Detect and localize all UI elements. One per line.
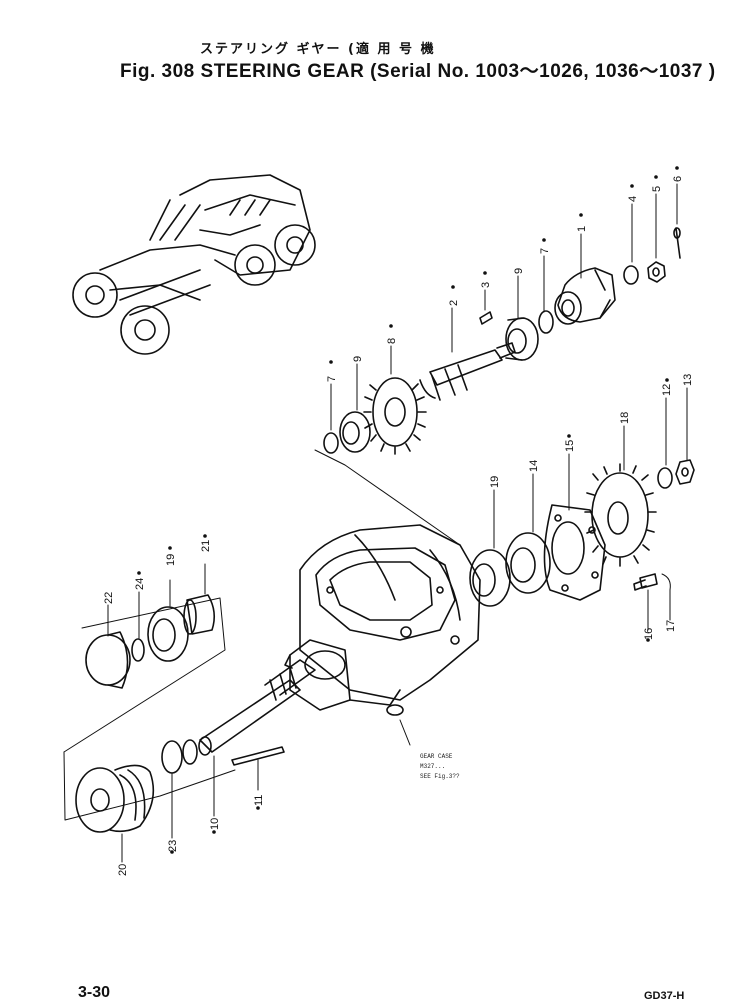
bearing-14 [505,532,551,594]
gear-case-note-line1: GEAR CASE [420,753,453,760]
callout-label: 19 [165,554,177,566]
cotter-pin-6 [673,227,681,259]
gear-case-note: GEAR CASE M327... SEE Fig.3?? [420,753,460,780]
callout-label: 4 [627,196,639,202]
sector-shaft-10 [198,659,316,756]
callout-label: 10 [209,818,221,830]
page-number: 3-30 [78,984,111,1001]
callout-label: 7 [326,376,338,382]
bolt-16 [633,573,658,591]
callout-label: 13 [682,374,694,386]
yoke-part [554,267,616,325]
figure-title: Fig. 308 STEERING GEAR (Serial No. 1003～… [120,61,716,82]
washer-4 [623,265,639,285]
nut-5 [647,261,666,283]
vehicle-illustration [72,174,316,355]
callout-label: 15 [564,440,576,452]
snap-ring-24 [131,638,145,662]
callout-label: 19 [489,476,501,488]
callout-label: 9 [352,356,364,362]
callout-label: 20 [117,864,129,876]
callout-label: 18 [619,412,631,424]
sector-20 [75,764,155,833]
callout-label: 24 [134,578,146,590]
callout-label: 7 [539,248,551,254]
callout-label: 21 [200,540,212,552]
washer-12 [657,467,673,489]
callout-labels: 1 2 3 4 5 6 7 9 8 9 7 19 14 15 18 12 13 … [103,176,694,876]
gear-case-note-line3: SEE Fig.3?? [420,773,460,780]
callout-label: 2 [448,300,460,306]
callout-label: 16 [643,628,655,640]
snap-ring-7-left [323,432,339,454]
callout-label: 5 [651,186,663,192]
seal-ring [182,739,198,765]
callout-label: 1 [576,226,588,232]
callout-label: 11 [253,795,265,806]
bearing-9-upper [505,317,539,361]
key-3 [479,311,493,325]
callout-label: 12 [661,384,673,396]
callout-label: 6 [672,176,684,182]
callout-label: 22 [103,592,115,604]
gear-case-note-line2: M327... [420,763,445,770]
callout-label: 8 [386,338,398,344]
spacer-21 [183,594,216,635]
snap-ring-7-upper [538,310,554,334]
pinion-shaft-2 [419,342,516,401]
model-code: GD37-H [644,990,685,1002]
key-11 [231,746,285,766]
bearing-19-left [147,606,189,662]
callout-label: 9 [513,268,525,274]
snap-ring-23 [161,740,183,774]
nut-13 [675,459,695,485]
bearing-9-left [339,411,371,453]
callout-label: 17 [665,620,677,632]
callout-label: 14 [528,460,540,472]
callout-label: 3 [480,282,492,288]
bearing-19-right [469,549,511,607]
callout-label: 23 [167,840,179,852]
gear-8 [363,377,427,455]
leader-lines [107,183,688,863]
gear-18 [584,463,657,567]
japanese-title: ステアリング ギヤー (適 用 号 機 [200,42,436,57]
callout-dots [137,166,679,854]
cover-22 [85,631,131,689]
flange-15 [543,504,606,601]
gear-case [284,524,481,716]
